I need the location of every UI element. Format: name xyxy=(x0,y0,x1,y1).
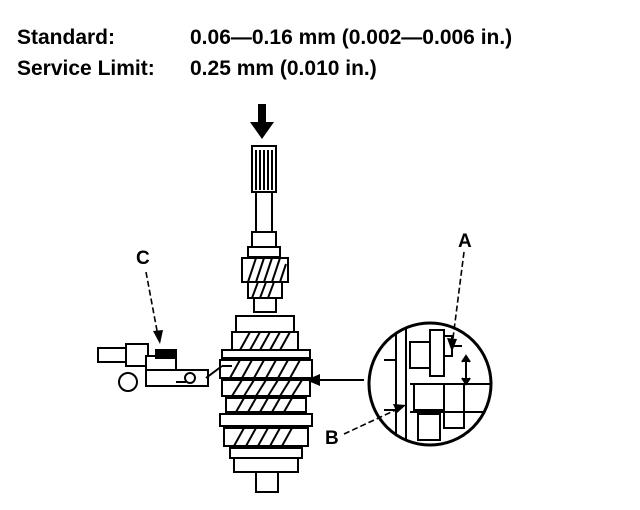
callout-c-label: C xyxy=(136,248,150,269)
standard-label: Standard: xyxy=(17,26,116,49)
detail-pointer-arrowhead xyxy=(306,374,320,386)
detail-magnifier xyxy=(367,321,493,447)
callout-a-label: A xyxy=(458,231,472,252)
service-limit-value: 0.25 mm (0.010 in.) xyxy=(190,57,377,80)
callout-c-leader xyxy=(145,271,159,337)
load-direction-arrow xyxy=(250,104,274,139)
callout-b-leader xyxy=(343,407,401,435)
callout-a-leader xyxy=(451,251,465,347)
service-limit-spec-row: Service Limit: 0.25 mm (0.010 in.) xyxy=(17,53,512,84)
callout-a-arrowhead xyxy=(447,338,457,352)
dial-indicator xyxy=(97,343,232,392)
specification-block: Standard: 0.06—0.16 mm (0.002—0.006 in.)… xyxy=(17,22,512,84)
standard-value: 0.06—0.16 mm (0.002—0.006 in.) xyxy=(190,26,513,49)
callout-b-arrowhead xyxy=(393,404,406,413)
service-limit-label: Service Limit: xyxy=(17,57,155,80)
callout-c-arrowhead xyxy=(153,330,163,344)
callout-b-label: B xyxy=(325,428,339,449)
mainshaft xyxy=(219,145,313,493)
standard-spec-row: Standard: 0.06—0.16 mm (0.002—0.006 in.) xyxy=(17,22,512,53)
